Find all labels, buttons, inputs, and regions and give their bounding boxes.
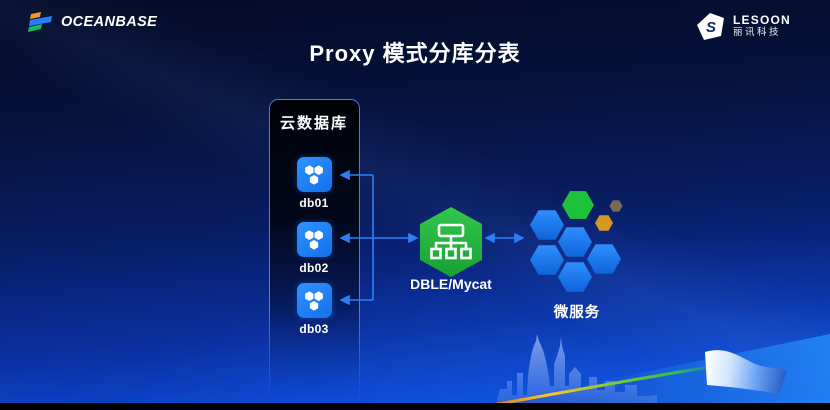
hexagon-tile-blue <box>530 245 564 275</box>
hexagon-tile-blue <box>587 244 621 274</box>
hexagon-tile-blue <box>558 227 592 257</box>
lesoon-logo-icon: S <box>697 13 724 40</box>
hexagon-tile-orange <box>595 215 613 231</box>
db-label: db03 <box>299 322 329 336</box>
lesoon-logo: S LESOON 丽讯科技 <box>696 12 791 41</box>
db-label: db02 <box>299 261 329 275</box>
page-title: Proxy 模式分库分表 <box>309 41 521 66</box>
lesoon-logo-name: LESOON <box>733 13 791 28</box>
microservices-label: 微服务 <box>553 305 601 321</box>
oceanbase-logo: OCEANBASE <box>28 11 157 33</box>
cloud-db-panel-title: 云数据库 <box>279 115 348 132</box>
db-item-db01: db01 <box>269 157 359 210</box>
proxy-hexagon-icon <box>420 207 482 277</box>
bottom-black-bar <box>0 403 830 410</box>
proxy-label: DBLE/Mycat <box>410 276 492 292</box>
microservices-cluster-icon <box>530 191 623 292</box>
database-icon <box>296 283 332 318</box>
lesoon-logo-subtitle: 丽讯科技 <box>733 26 782 38</box>
database-hexagons-glyph <box>305 164 323 185</box>
oceanbase-logo-text: OCEANBASE <box>61 14 158 30</box>
db-item-db03: db03 <box>269 283 359 336</box>
oceanbase-logo-icon <box>28 12 52 32</box>
hexagon-tile-gray <box>609 200 623 212</box>
database-icon <box>296 222 332 257</box>
cloud-db-panel <box>269 99 360 406</box>
db-item-db02: db02 <box>269 222 359 275</box>
database-hexagons-glyph <box>305 290 323 311</box>
lesoon-logo-texts: LESOON 丽讯科技 <box>733 13 791 39</box>
db-label: db01 <box>299 196 329 210</box>
hexagon-tile-blue <box>530 210 564 240</box>
hexagon-tile-green <box>562 191 594 219</box>
database-hexagons-glyph <box>305 229 323 250</box>
org-chart-icon <box>430 223 472 260</box>
database-icon <box>296 157 332 192</box>
hexagon-tile-blue <box>558 262 592 292</box>
lesoon-glyph: S <box>706 19 716 36</box>
